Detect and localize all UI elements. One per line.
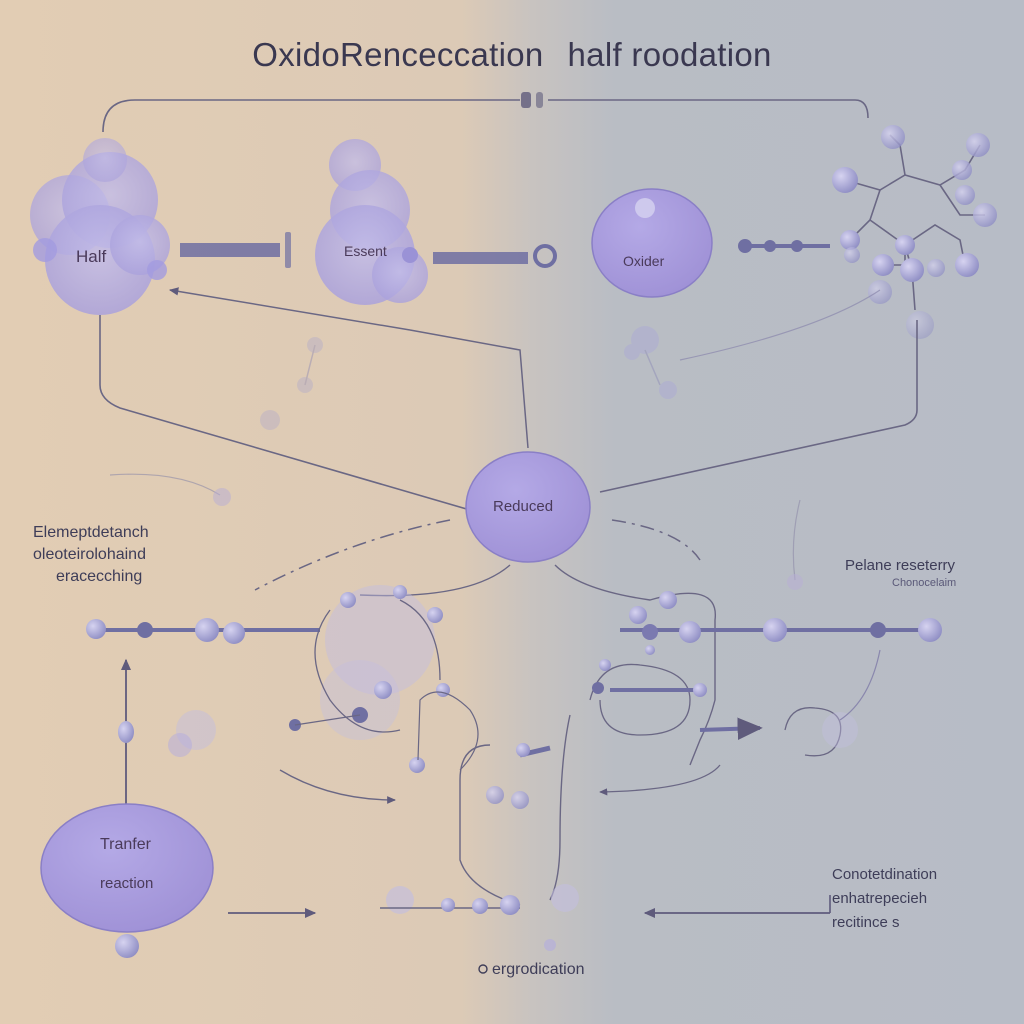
diagram-title: OxidoRenceccation half roodation (0, 36, 1024, 74)
reduced-loop-left (359, 564, 511, 597)
half-cloud-node[interactable] (30, 138, 170, 315)
right-annotation-line1: Pelane reseterry (845, 557, 956, 574)
central-hazy-cluster (289, 585, 450, 740)
transfer-node-label-line2: reaction (100, 875, 154, 892)
left-annotation-line1: Elemeptdetanch (33, 524, 149, 541)
right-annotation-bead (787, 574, 803, 590)
half-to-essent-bar (180, 243, 280, 257)
molecule-to-reduced-line (599, 320, 918, 493)
transfer-bottom-bead (115, 934, 139, 958)
oxider-bubble (635, 198, 655, 218)
hazy-to-oxider-line (679, 289, 881, 361)
beaded-axis-right (620, 591, 942, 643)
top-connector-line (102, 99, 520, 133)
reduced-node[interactable] (465, 451, 591, 563)
hazy-molecule-cluster (260, 326, 677, 430)
half-node-label: Half (76, 247, 107, 266)
transfer-up-bead (118, 721, 134, 743)
molecule-bead (791, 240, 803, 252)
annotation-left-curve (109, 473, 221, 496)
transfer-node-label-line1: Tranfer (100, 836, 151, 853)
oxider-node-label: Oxider (623, 253, 665, 269)
bottom-right-annotation-line2: enhatrepecieh (832, 890, 928, 907)
top-connector-knob (521, 92, 531, 108)
reduced-left-dashed (254, 519, 451, 591)
top-connector-line-right (548, 99, 869, 119)
right-annotation-line2: Chonocelaim (892, 577, 957, 589)
title-left: OxidoRenceccation (252, 36, 544, 73)
bottom-right-annotation-line3: recitince s (832, 914, 900, 931)
half-to-reduced-line (99, 315, 471, 511)
bottom-center-label: ergrodication (492, 961, 585, 978)
molecule-bead (738, 239, 752, 253)
half-to-essent-bar-head (285, 232, 291, 268)
reduced-feed-line (409, 329, 529, 449)
essent-cloud-node[interactable] (315, 139, 428, 305)
title-right: half roodation (567, 36, 772, 73)
reduced-node-label: Reduced (493, 498, 554, 515)
reduced-right-dashed (611, 519, 701, 561)
bottom-center-marker (478, 964, 488, 974)
lower-middle-connectors (168, 691, 721, 906)
bottom-center-beads (380, 884, 579, 951)
half-return-arrow (168, 287, 411, 331)
molecule-atoms (832, 125, 997, 339)
molecule-bead (764, 240, 776, 252)
left-annotation-line3: eracecching (56, 568, 143, 585)
essent-to-oxider-ring (533, 244, 557, 268)
essent-node-label: Essent (344, 243, 387, 259)
annotation-left-bead (213, 488, 231, 506)
right-annotation-curve (792, 499, 801, 581)
left-annotation-line2: oleoteirolohaind (33, 546, 146, 563)
top-connector-knob-2 (536, 92, 543, 108)
transfer-reaction-node[interactable] (40, 803, 214, 933)
right-hazy-loops (589, 645, 881, 757)
essent-to-oxider-bar (433, 252, 528, 264)
beaded-axis-left (86, 618, 320, 644)
reduced-loop-right (554, 564, 716, 766)
bottom-right-annotation-line1: Conotetdination (832, 866, 938, 883)
oxider-node[interactable] (591, 188, 713, 298)
